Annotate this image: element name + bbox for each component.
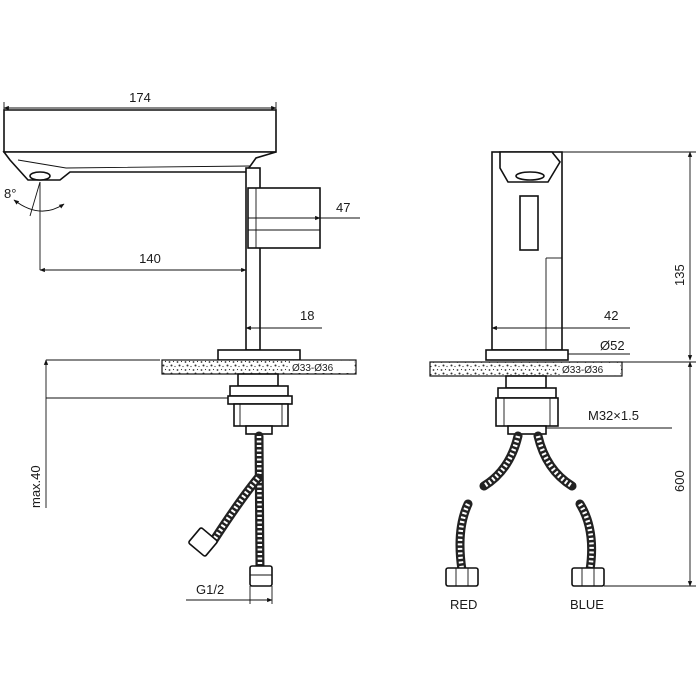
- front-aerator: [515, 171, 545, 181]
- front-base-flange: [485, 349, 569, 361]
- dim-max-countertop: max.40: [28, 359, 232, 508]
- dim-label-174: 174: [129, 90, 151, 105]
- hose-cold-upper: [533, 431, 577, 491]
- base-flange: [217, 349, 301, 361]
- hose-nut-hot: [445, 567, 479, 587]
- front-view: 135 42 Ø52 Ø33-Ø36 M32: [429, 151, 696, 612]
- dim-label-g12: G1/2: [196, 582, 224, 597]
- label-red: RED: [450, 597, 477, 612]
- dim-label-8deg: 8°: [4, 186, 16, 201]
- hose-nut-straight: [249, 565, 273, 587]
- dim-body-projection: 47: [248, 200, 360, 221]
- hose-cold-lower: [575, 499, 597, 575]
- front-hole-range-label: Ø33-Ø36: [562, 365, 604, 376]
- hose-hot-upper: [479, 431, 523, 491]
- dim-label-600: 600: [672, 470, 687, 492]
- front-body: [491, 151, 563, 351]
- hose-straight: [254, 431, 265, 575]
- hose-nut-bent: [188, 527, 218, 557]
- dim-spout-angle: 8°: [4, 181, 65, 270]
- dim-label-47: 47: [336, 200, 350, 215]
- dim-hose-length: 600: [604, 361, 696, 587]
- dim-label-o52: Ø52: [600, 338, 625, 353]
- hole-range-label: Ø33-Ø36: [292, 363, 334, 374]
- dim-label-135: 135: [672, 264, 687, 286]
- side-view: 174 8° 47 140: [2, 90, 360, 604]
- dim-hose-connection: G1/2: [186, 582, 273, 604]
- dim-height: 135: [562, 151, 696, 361]
- hose-nut-cold: [571, 567, 605, 587]
- spout-body: [3, 109, 277, 153]
- dim-thread: M32×1.5: [546, 408, 672, 429]
- front-lever: [519, 195, 539, 251]
- fixing-nut: [233, 403, 289, 427]
- dim-label-m32: M32×1.5: [588, 408, 639, 423]
- dim-base-width: 42: [491, 308, 630, 331]
- dim-reach: 140: [39, 251, 247, 273]
- dim-label-140: 140: [139, 251, 161, 266]
- front-fixing-nut: [495, 397, 559, 427]
- spout-underside: [2, 151, 277, 181]
- dim-label-18: 18: [300, 308, 314, 323]
- dim-body-width: 18: [245, 308, 322, 331]
- dim-label-42: 42: [604, 308, 618, 323]
- label-blue: BLUE: [570, 597, 604, 612]
- aerator: [29, 171, 51, 181]
- dim-label-max40: max.40: [28, 465, 43, 508]
